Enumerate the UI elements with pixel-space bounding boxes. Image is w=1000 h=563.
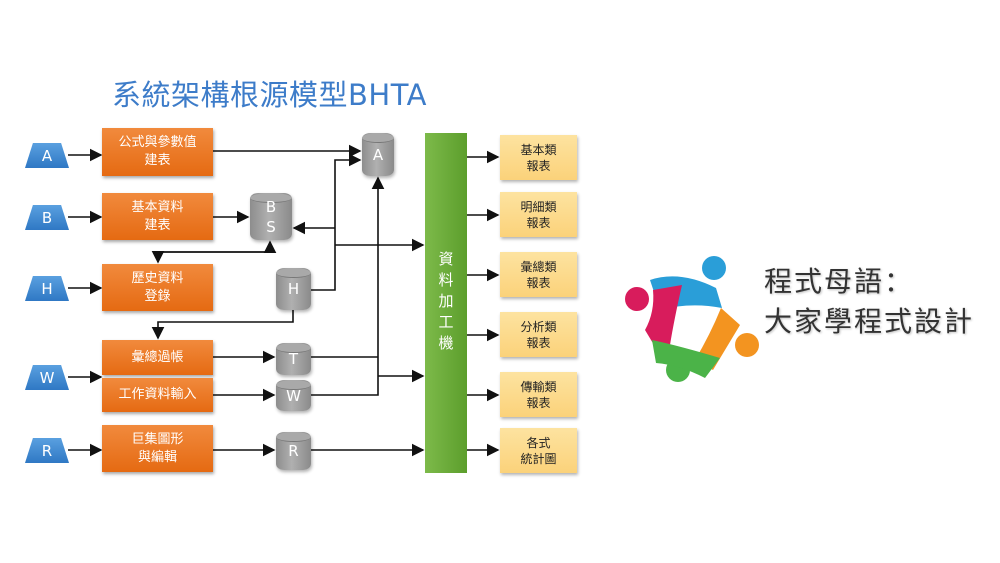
data-processing-machine: 資料加工機 — [425, 133, 467, 473]
process-history-data: 歷史資料 登錄 — [102, 264, 213, 311]
source-w: W — [25, 365, 69, 390]
report-analysis: 分析類 報表 — [500, 312, 577, 357]
process-formula-params: 公式與參數值 建表 — [102, 128, 213, 176]
source-a: A — [25, 143, 69, 168]
source-r: R — [25, 438, 69, 463]
process-basic-data: 基本資料 建表 — [102, 193, 213, 240]
report-detail: 明細類 報表 — [500, 192, 577, 237]
store-r-label: R — [288, 442, 299, 460]
source-h: H — [25, 276, 69, 301]
store-r: R — [276, 432, 311, 470]
report-statistics-charts: 各式 統計圖 — [500, 428, 577, 473]
store-w-label: W — [286, 386, 301, 405]
brand-text: 程式母語： 大家學程式設計 — [764, 262, 974, 342]
process-work-data-input: 工作資料輸入 — [102, 378, 213, 412]
store-s-label: S — [266, 217, 276, 236]
diagram-title: 系統架構根源模型BHTA — [112, 78, 428, 112]
brand-logo-icon — [625, 256, 759, 382]
report-transfer: 傳輸類 報表 — [500, 372, 577, 417]
process-macro-graphics: 巨集圖形 與編輯 — [102, 425, 213, 472]
process-summary-posting: 彙總過帳 — [102, 340, 213, 375]
report-summary: 彙總類 報表 — [500, 252, 577, 297]
source-b: B — [25, 205, 69, 230]
brand-line-1: 程式母語： — [764, 265, 915, 298]
store-a-label: A — [372, 145, 384, 164]
brand-line-2: 大家學程式設計 — [764, 305, 975, 338]
store-a: A — [362, 133, 394, 176]
store-b-label: B — [265, 197, 277, 216]
store-t: T — [276, 343, 311, 375]
store-h: H — [276, 268, 311, 310]
store-w: W — [276, 380, 311, 411]
store-t-label: T — [288, 350, 299, 368]
report-basic: 基本類 報表 — [500, 135, 577, 180]
store-h-label: H — [287, 280, 300, 298]
